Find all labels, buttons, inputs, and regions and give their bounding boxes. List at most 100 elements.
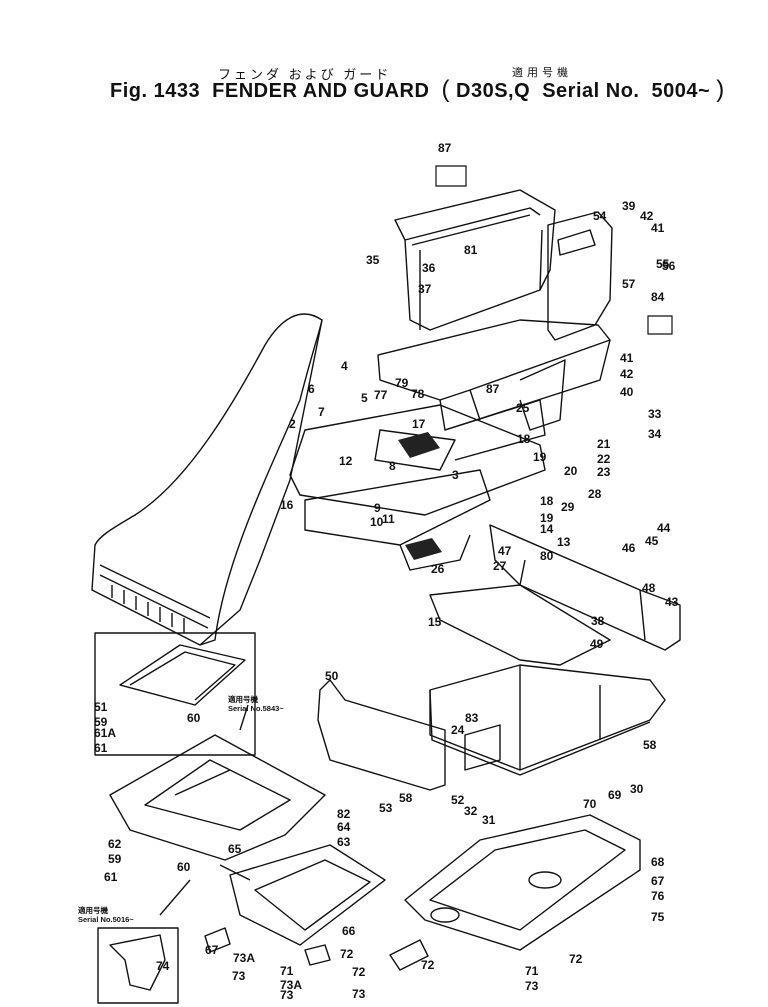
fender-grille	[99, 564, 211, 633]
model-code: D30S,Q	[456, 80, 531, 102]
part-callout-27: 27	[493, 559, 507, 573]
rear-fender	[91, 313, 323, 646]
part-callout-16: 16	[280, 498, 294, 512]
part-callout-20: 20	[564, 464, 578, 478]
part-callout-4: 4	[341, 359, 348, 373]
part-callout-35: 35	[366, 253, 380, 267]
left-step	[109, 734, 326, 861]
figure-name: FENDER AND GUARD	[212, 80, 430, 102]
right-step	[404, 814, 641, 951]
part-callout-72: 72	[352, 965, 366, 979]
fuel-tank	[394, 189, 556, 331]
part-callout-82: 82	[337, 807, 351, 821]
part-callout-11: 11	[382, 512, 395, 526]
part-callout-5: 5	[361, 391, 368, 405]
part-callout-79: 79	[395, 376, 409, 390]
part-callout-39: 39	[622, 199, 636, 213]
part-callout-60: 60	[177, 860, 191, 874]
part-callout-59: 59	[108, 852, 122, 866]
part-callout-64: 64	[337, 820, 351, 834]
tool-box-lid	[429, 584, 611, 666]
note-upper-applicable: 適用号機	[228, 694, 258, 704]
part-callout-73: 73	[352, 987, 366, 1001]
part-callout-44: 44	[657, 521, 671, 535]
part-callout-48: 48	[642, 581, 656, 595]
part-callout-31: 31	[482, 813, 496, 827]
part-callout-58: 58	[643, 738, 657, 752]
floor-plate	[289, 404, 546, 516]
part-callout-13: 13	[557, 535, 571, 549]
part-callout-66: 66	[342, 924, 356, 938]
floor-grille-upper	[398, 432, 440, 458]
decal-84	[647, 315, 673, 335]
part-callout-81: 81	[464, 243, 478, 257]
inset-box	[94, 632, 256, 756]
note-lower-serial: Serial No.5016~	[78, 915, 134, 924]
step-inset	[119, 644, 246, 706]
part-callout-26: 26	[431, 562, 445, 576]
part-callout-68: 68	[651, 855, 665, 869]
part-callout-73: 73	[525, 979, 539, 993]
part-callout-73a: 73A	[233, 951, 255, 965]
japanese-applicable-label: 適用号機	[512, 67, 572, 79]
part-callout-10: 10	[370, 515, 384, 529]
center-step	[229, 844, 386, 946]
part-callout-69: 69	[608, 788, 622, 802]
part-callout-71: 71	[525, 964, 539, 978]
part-callout-38: 38	[591, 614, 605, 628]
part-callout-22: 22	[597, 452, 611, 466]
part-callout-36: 36	[422, 261, 436, 275]
part-callout-49: 49	[590, 637, 604, 651]
part-callout-77: 77	[374, 388, 388, 402]
part-callout-41: 41	[651, 221, 665, 235]
part-callout-19: 19	[540, 511, 554, 525]
part-callout-73: 73	[280, 988, 294, 1002]
part-callout-84: 84	[651, 290, 665, 304]
part-callout-25: 25	[516, 401, 530, 415]
japanese-title: フェンダ および ガード	[218, 67, 392, 82]
part-callout-80: 80	[540, 549, 554, 563]
part-callout-61: 61	[94, 741, 108, 755]
part-callout-52: 52	[451, 793, 465, 807]
part-callout-63: 63	[337, 835, 351, 849]
part-callout-58: 58	[399, 791, 413, 805]
part-callout-2: 2	[289, 417, 296, 431]
part-callout-73a: 73A	[280, 978, 302, 992]
part-callout-37: 37	[418, 282, 432, 296]
part-callout-72: 72	[421, 958, 435, 972]
part-callout-53: 53	[379, 801, 393, 815]
figure-number: Fig. 1433	[110, 80, 201, 102]
side-panel	[547, 211, 613, 341]
part-callout-67: 67	[205, 943, 219, 957]
part-callout-7: 7	[318, 405, 325, 419]
close-paren: )	[716, 76, 725, 103]
part-callout-87: 87	[486, 382, 500, 396]
part-callout-43: 43	[665, 595, 679, 609]
part-callout-18: 18	[540, 494, 554, 508]
part-callout-73: 73	[232, 969, 246, 983]
part-callout-62: 62	[108, 837, 122, 851]
part-callout-47: 47	[498, 544, 512, 558]
note-upper-serial: Serial No.5843~	[228, 704, 284, 713]
part-callout-29: 29	[561, 500, 575, 514]
part-callout-71: 71	[0, 0, 14, 3]
part-callout-14: 14	[540, 522, 554, 536]
part-callout-65: 65	[228, 842, 242, 856]
part-callout-56: 56	[662, 259, 676, 273]
part-callout-34: 34	[648, 427, 662, 441]
serial-range: 5004~	[651, 80, 711, 102]
part-callout-46: 46	[622, 541, 636, 555]
part-callout-45: 45	[645, 534, 659, 548]
part-callout-83: 83	[465, 711, 479, 725]
part-callout-75: 75	[651, 910, 665, 924]
part-callout-33: 33	[648, 407, 662, 421]
part-callout-23: 23	[597, 465, 611, 479]
part-callout-28: 28	[588, 487, 602, 501]
part-callout-19: 19	[533, 450, 547, 464]
part-callout-42: 42	[620, 367, 634, 381]
part-callout-72: 72	[340, 947, 354, 961]
tank-support-frame	[377, 319, 611, 401]
part-callout-87: 87	[438, 141, 452, 155]
